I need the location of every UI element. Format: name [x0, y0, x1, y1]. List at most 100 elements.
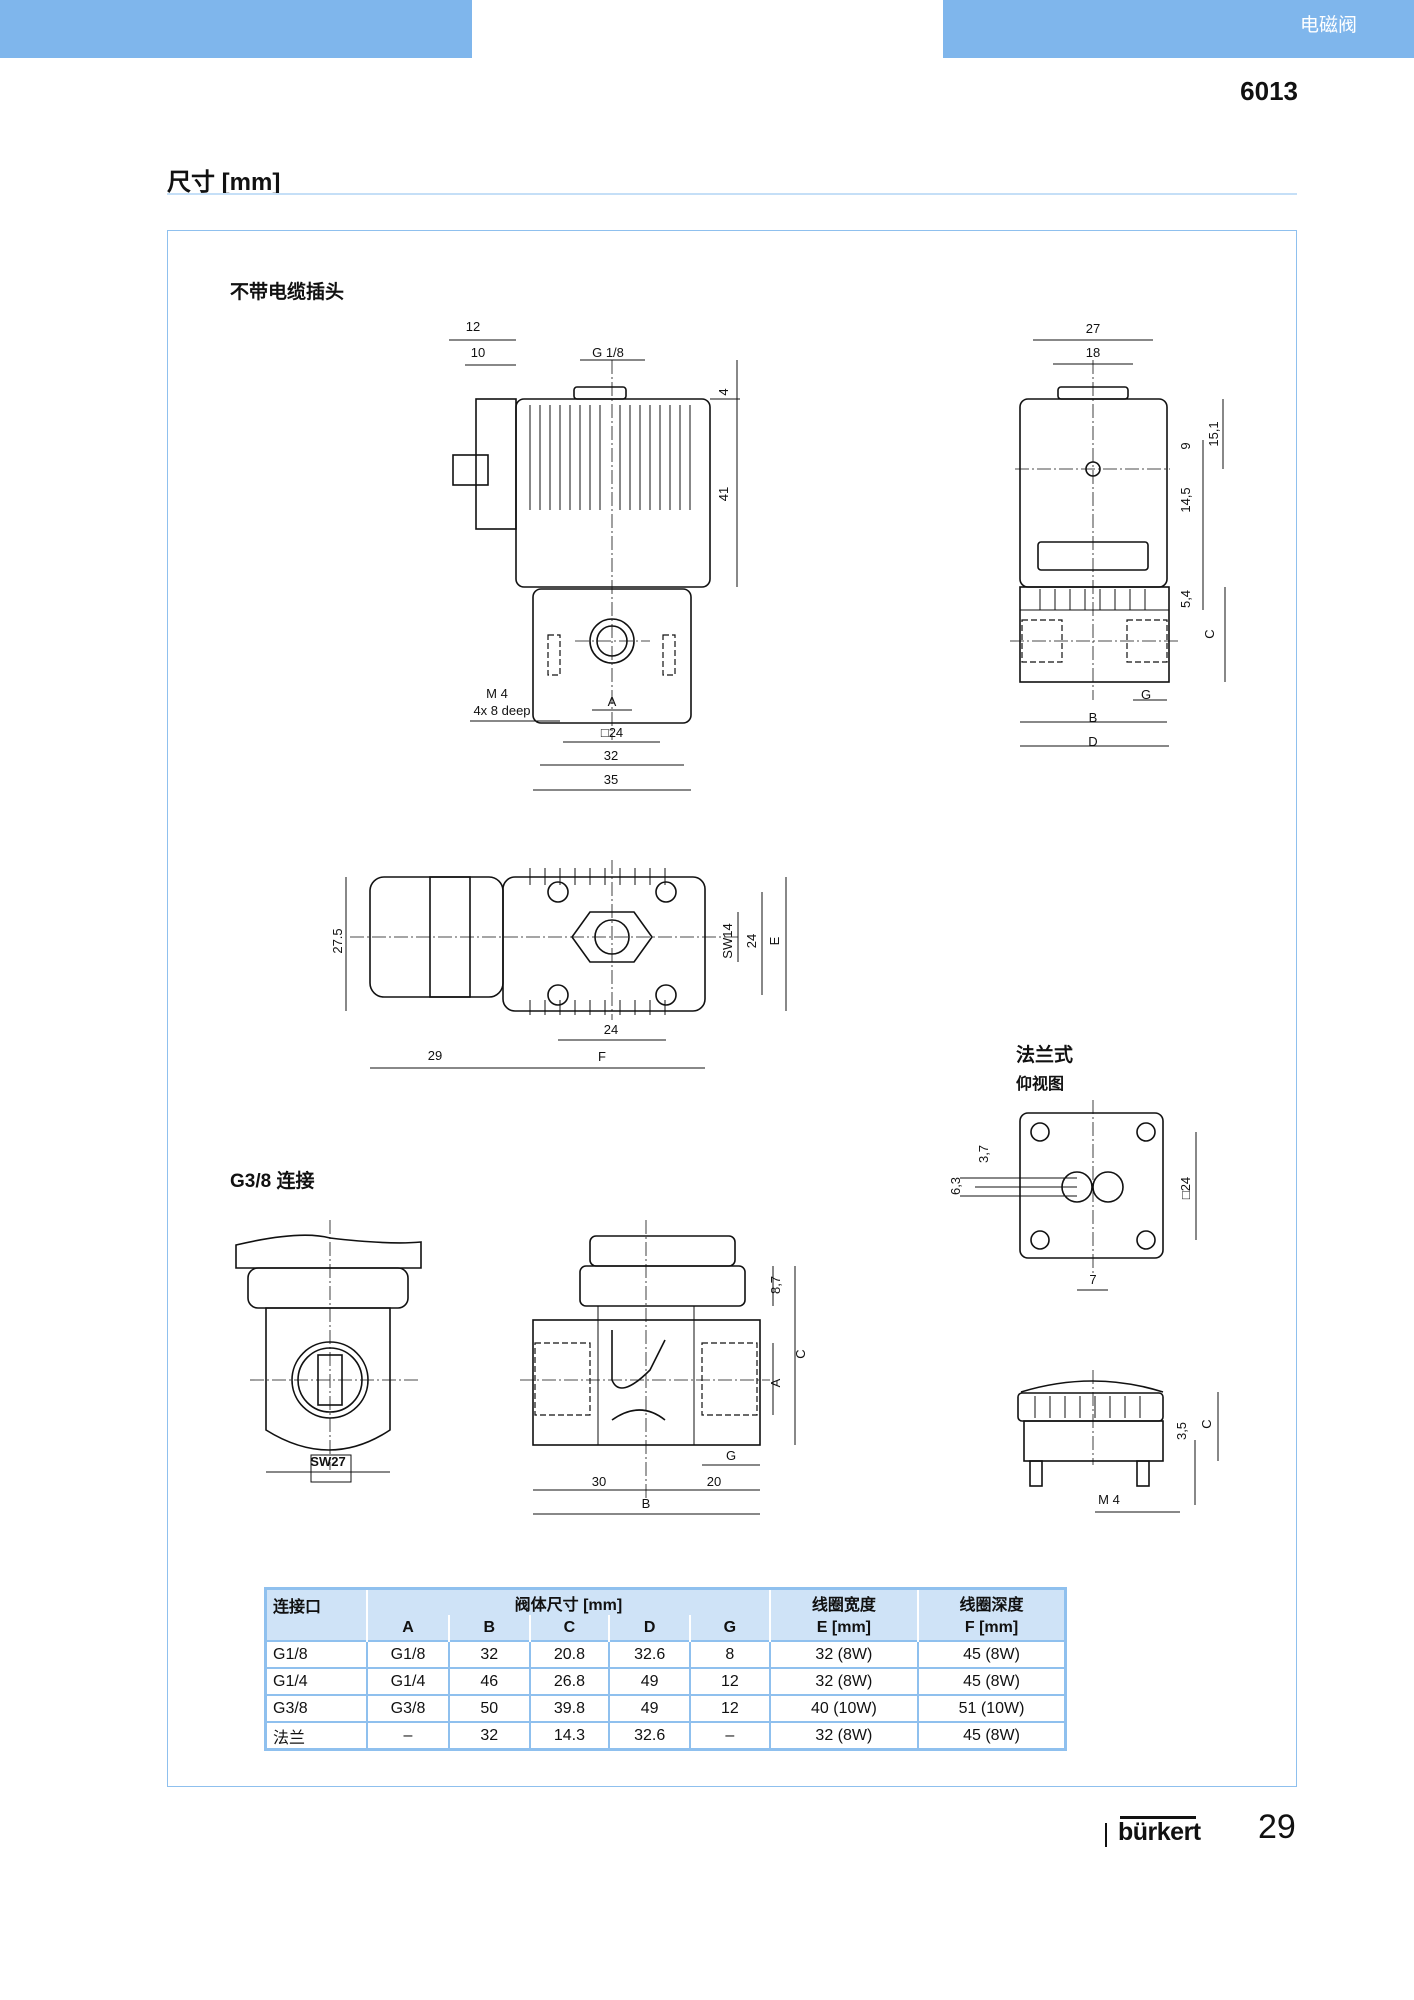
flange-side-drawing: 3,5 C M 4 [1017, 1370, 1219, 1513]
cell: 12 [689, 1667, 770, 1695]
dim-e: E [767, 936, 782, 945]
cell: 12 [689, 1694, 770, 1722]
header-g: G [689, 1615, 770, 1641]
header-body-dimensions: 阀体尺寸 [mm] [366, 1588, 770, 1615]
cell: 50 [447, 1694, 530, 1722]
dim-12: 12 [466, 319, 480, 334]
subheading-bottom-view: 仰视图 [1016, 1076, 1065, 1093]
dim-f: F [598, 1049, 606, 1064]
header-coil-width: 线圈宽度 [768, 1588, 919, 1615]
header-port: 连接口 [265, 1588, 368, 1641]
dim-g18: G 1/8 [592, 345, 624, 360]
burkert-logo: bürkert [1118, 1818, 1201, 1846]
dim-5-4: 5,4 [1178, 590, 1193, 608]
cell: G1/4 [265, 1667, 368, 1695]
footer-divider [1105, 1823, 1107, 1847]
dimensions-table: 连接口 阀体尺寸 [mm] 线圈宽度 线圈深度 A B C D G E [mm]… [264, 1587, 1067, 1751]
cell: 45 (8W) [917, 1721, 1066, 1750]
dim-30: 30 [592, 1474, 606, 1489]
top-view-drawing: 27.5 29 24 F SW14 24 E [330, 860, 787, 1069]
cell: 45 (8W) [917, 1640, 1066, 1668]
header-bar-right [943, 0, 1414, 58]
dim-g38-a: A [768, 1378, 783, 1387]
cell: 32 [447, 1640, 530, 1668]
cell: 51 (10W) [917, 1694, 1066, 1722]
header-d: D [608, 1615, 691, 1641]
cell: 32.6 [608, 1640, 691, 1668]
heading-flange: 法兰式 [1016, 1045, 1074, 1066]
cell: 14.3 [528, 1721, 610, 1750]
cell: G3/8 [366, 1694, 449, 1722]
dim-g: G [1141, 687, 1151, 702]
dim-29: 29 [428, 1048, 442, 1063]
cell: G1/4 [366, 1667, 449, 1695]
dim-27: 27 [1086, 321, 1100, 336]
cell: – [366, 1721, 449, 1750]
dim-sq24: □24 [601, 725, 623, 740]
header-b: B [447, 1615, 530, 1641]
dim-sw27: SW27 [310, 1454, 345, 1469]
cell: 32.6 [608, 1721, 691, 1750]
dim-a: A [608, 694, 617, 709]
logo-bar [1120, 1816, 1196, 1819]
cell: 32 [447, 1721, 530, 1750]
dim-sw14: SW14 [720, 923, 735, 958]
dim-flange-c: C [1199, 1419, 1214, 1428]
front-view-drawing: 12 10 G 1/8 4 41 M 4 4x 8 deep A □24 32 … [449, 319, 740, 791]
cell: 45 (8W) [917, 1667, 1066, 1695]
dim-24: 24 [604, 1022, 618, 1037]
header-bar-left [0, 0, 472, 58]
cell: 49 [608, 1694, 691, 1722]
dim-3-5: 3,5 [1174, 1422, 1189, 1440]
dim-4: 4 [716, 388, 731, 395]
dim-41: 41 [716, 487, 731, 501]
drawing-frame [167, 230, 1297, 1787]
flange-bottom-drawing: 3,7 6,3 □24 7 [948, 1100, 1197, 1291]
cell: 46 [447, 1667, 530, 1695]
heading-g38: G3/8 连接 [230, 1171, 315, 1192]
dim-deep: 4x 8 deep [473, 703, 530, 718]
dim-flange-m4: M 4 [1098, 1492, 1120, 1507]
cell: 32 (8W) [768, 1721, 919, 1750]
dim-15-1: 15,1 [1206, 421, 1221, 446]
dim-g38-g: G [726, 1448, 736, 1463]
dim-m4: M 4 [486, 686, 508, 701]
g38-section-drawing: 8,7 C A G 30 20 B [520, 1220, 808, 1515]
cell: 20.8 [528, 1640, 610, 1668]
dim-9: 9 [1178, 442, 1193, 449]
dim-27-5: 27.5 [330, 928, 345, 953]
cell: 法兰 [265, 1721, 368, 1750]
cell: 49 [608, 1667, 691, 1695]
page-number: 29 [1258, 1808, 1296, 1846]
dim-8-7: 8,7 [768, 1276, 783, 1294]
dim-20: 20 [707, 1474, 721, 1489]
cell: 39.8 [528, 1694, 610, 1722]
dim-7: 7 [1089, 1272, 1096, 1287]
dim-32: 32 [604, 748, 618, 763]
dim-18: 18 [1086, 345, 1100, 360]
dim-b: B [1089, 710, 1098, 725]
cell: 26.8 [528, 1667, 610, 1695]
title-divider [167, 193, 1297, 195]
dim-24b: 24 [744, 934, 759, 948]
dim-14-5: 14,5 [1178, 487, 1193, 512]
header-e: E [mm] [768, 1615, 919, 1641]
section-label: 电磁阀 [1300, 15, 1358, 36]
cell: 32 (8W) [768, 1640, 919, 1668]
heading-no-cable-plug: 不带电缆插头 [230, 282, 345, 303]
dim-g38-b: B [642, 1496, 651, 1511]
dim-g38-c: C [793, 1349, 808, 1358]
g38-end-view-drawing: SW27 [235, 1220, 422, 1483]
cell: G3/8 [265, 1694, 368, 1722]
header-a: A [366, 1615, 449, 1641]
cell: 8 [689, 1640, 770, 1668]
dim-6-3: 6,3 [948, 1177, 963, 1195]
header-coil-depth: 线圈深度 [917, 1588, 1066, 1615]
dim-35: 35 [604, 772, 618, 787]
header-f: F [mm] [917, 1615, 1066, 1641]
dim-3-7: 3,7 [976, 1145, 991, 1163]
